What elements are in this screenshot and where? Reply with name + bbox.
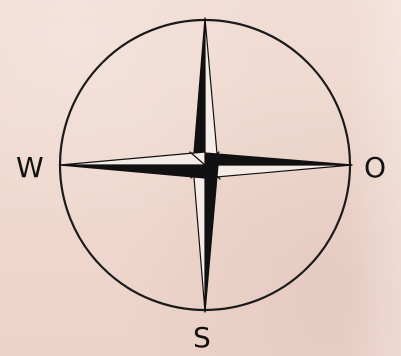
north-light-arm: [205, 18, 218, 165]
west-label: W: [16, 151, 44, 184]
east-label: O: [364, 151, 386, 184]
west-dark-arm: [60, 165, 205, 178]
north-dark-arm: [193, 18, 205, 165]
south-label: S: [193, 321, 211, 354]
south-dark-arm: [205, 165, 218, 312]
south-light-arm: [193, 165, 205, 312]
east-dark-arm: [205, 153, 352, 165]
west-light-arm: [60, 152, 205, 165]
east-light-arm: [205, 165, 352, 178]
